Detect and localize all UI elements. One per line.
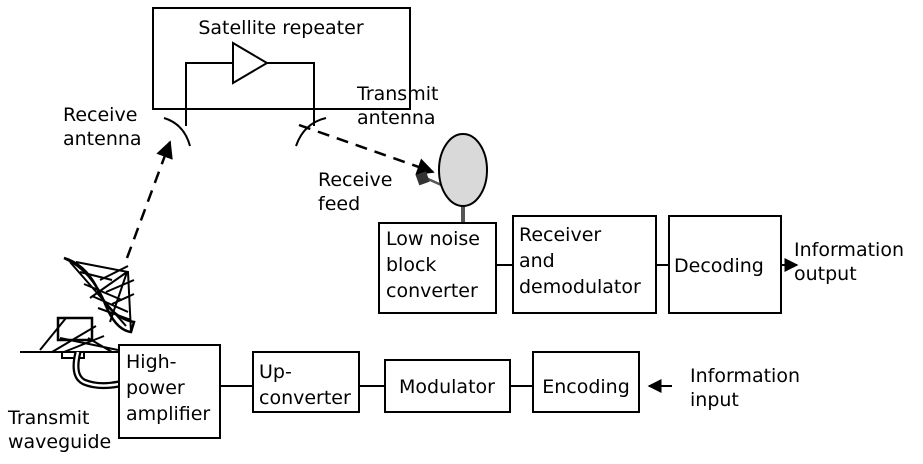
high-power-amplifier-box [118,344,221,439]
repeater-input-path [185,62,233,126]
satellite-repeater: Satellite repeater [152,7,411,147]
low-noise-block-converter-box [378,222,497,314]
receive-dish [415,133,488,222]
transmit-dish [20,256,136,359]
receive-dish-icon [438,133,488,207]
encoding-label: Encoding [542,376,630,398]
decoding-box [668,215,782,314]
satellite-repeater-box [152,7,411,110]
repeater-output-path [267,62,315,126]
modulator-box [384,359,511,413]
upconverter-box [252,351,360,413]
decoding-label: Decoding [674,255,764,277]
encoding-box [532,351,640,413]
satellite-repeater-title: Satellite repeater [198,17,363,39]
uplink-dashed-arrow [125,140,173,259]
downlink-dashed-arrow [298,123,435,176]
receive-feed-icon [415,171,430,186]
amplifier-triangle-icon [232,41,269,85]
receive-antenna-icon [163,117,191,147]
modulator-label: Modulator [399,376,495,398]
upconverter-label: Up-converter [259,361,351,409]
receiver-demodulator-box [512,215,657,314]
